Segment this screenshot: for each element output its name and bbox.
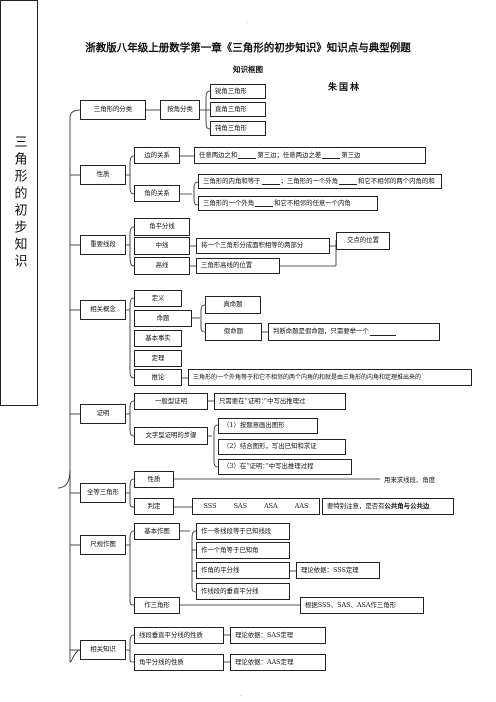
construct-triangle: 作三角形 — [134, 597, 180, 614]
corollary: 推论 — [134, 369, 182, 386]
perp-bisector-property: 线段垂直平分线的性质 — [134, 627, 224, 644]
congruence-methods: SSS SAS ASA AAS — [192, 498, 320, 515]
angle-text-c: 和它不相邻的两个内角的和 — [358, 176, 435, 185]
congruent-judge: 判定 — [134, 498, 174, 515]
side-text-c: 第三边 — [341, 150, 361, 159]
acute-triangle: 锐角三角形 — [210, 84, 266, 99]
classification-node: 三角形的分类 — [80, 100, 146, 120]
congruent-note: 要特别注意，是否有公共角与公共边 — [322, 498, 454, 515]
perp-bisector-basis: 理论依据：SAS定理 — [230, 627, 326, 644]
congruent-nature: 性质 — [134, 471, 174, 488]
properties-node: 性质 — [80, 165, 126, 185]
proof-step-1: （1）按题意画出图形 — [218, 418, 318, 434]
definition: 定义 — [134, 290, 182, 307]
basic-construction: 基本作图 — [134, 523, 180, 540]
construct-triangle-desc: 根据SSS、SAS、ASA作三角形 — [300, 597, 424, 614]
right-triangle: 直角三角形 — [210, 102, 266, 117]
angle-text-d: 三角形的一个外角 — [203, 198, 255, 207]
obtuse-triangle: 钝角三角形 — [210, 121, 266, 136]
segments-node: 重要线段 — [80, 235, 126, 255]
angle-bisector: 角平分线 — [134, 218, 190, 236]
construction-node: 尺规作图 — [80, 535, 126, 555]
classify-by-angle: 按角分类 — [160, 100, 200, 120]
theorem: 定理 — [134, 350, 182, 367]
construct-segment: 作一条线段等于已知线段 — [196, 523, 290, 540]
congruent-node: 全等三角形 — [80, 483, 126, 503]
median: 中线 — [134, 237, 190, 255]
side-text-a: 任意两边之和 — [199, 150, 238, 159]
false-proposition-desc: 判断命题是假命题，只需要举一个 — [268, 323, 440, 341]
congruent-nature-desc: 用来求线段、角度 — [384, 476, 436, 484]
angle-text-a: 三角形的内角和等于 — [203, 176, 261, 185]
top-mark: · — [246, 20, 248, 27]
corollary-desc: 三角形的一个外角等于和它不相邻的两个内角的和就是由三角形的内角和定理推出来的 — [188, 369, 472, 386]
root-node: 三角形的初步知识 — [0, 0, 38, 406]
proof-step-2: （2）结合图形，写出已知和求证 — [218, 439, 346, 455]
construct-bisector: 作角的平分线 — [196, 562, 290, 579]
general-proof-desc: 只需要在“证明：”中写出推理过 — [214, 393, 346, 410]
false-desc-text: 判断命题是假命题，只需要举一个 — [273, 327, 369, 336]
note-text-a: 要特别注意，是否有 — [327, 501, 385, 510]
angle-relation-desc-1: 三角形的内角和等于 ；三角形的一个外角 和它不相邻的两个内角的和 — [198, 174, 442, 189]
altitude: 高线 — [134, 257, 190, 275]
related-node: 相关知识 — [80, 640, 126, 660]
author-name: 朱国林 — [328, 83, 362, 93]
intersection-position: 交点的位置 — [336, 232, 390, 250]
side-relation: 边的关系 — [134, 147, 180, 164]
angle-relation-desc-2: 三角形的一个外角 和它不相邻的任意一个内角 — [198, 196, 378, 211]
angle-bisector-basis: 理论依据：AAS定理 — [230, 654, 326, 671]
method-sss: SSS — [203, 501, 217, 510]
proof-step-3: （3）在“证明：”中写出推理过程 — [218, 459, 352, 475]
side-relation-desc: 任意两边之和 第三边；任意两边之差 第三边 — [194, 147, 426, 164]
altitude-desc: 三角形高线的位置 — [196, 258, 280, 274]
framework-subtitle: 知识框图 — [233, 65, 263, 74]
method-aas: AAS — [294, 501, 309, 510]
general-proof: 一般型证明 — [134, 393, 208, 410]
construct-perpendicular-bisector: 作线段的垂直平分线 — [196, 583, 290, 600]
note-text-b: 公共角与公共边 — [384, 501, 430, 510]
true-proposition: 真命题 — [205, 296, 261, 314]
text-proof-steps: 文字型证明的步骤 — [134, 427, 208, 445]
false-proposition: 假命题 — [205, 323, 262, 341]
basic-fact: 基本事实 — [134, 330, 182, 347]
concepts-node: 相关概念 — [80, 300, 126, 320]
side-text-b: 第三边；任意两边之差 — [257, 150, 322, 159]
angle-bisector-property: 角平分线的性质 — [134, 654, 224, 671]
bottom-mark: · — [240, 693, 242, 700]
construction-basis: 理论依据：SSS定理 — [296, 562, 380, 579]
angle-relation: 角的关系 — [134, 185, 180, 202]
construct-angle: 作一个角等于已知角 — [196, 542, 290, 559]
proposition: 命题 — [134, 310, 192, 327]
angle-text-b: ；三角形的一个外角 — [280, 176, 339, 185]
method-asa: ASA — [264, 501, 278, 510]
median-desc: 将一个三角形分成面积相等的两部分 — [196, 238, 330, 254]
method-sas: SAS — [233, 501, 247, 510]
angle-text-e: 和它不相邻的任意一个内角 — [274, 198, 351, 207]
proof-node: 证明 — [80, 404, 126, 424]
page-title: 浙教版八年级上册数学第一章《三角形的初步知识》知识点与典型例题 — [85, 42, 411, 54]
root-label: 三角形的初步知识 — [11, 135, 27, 271]
